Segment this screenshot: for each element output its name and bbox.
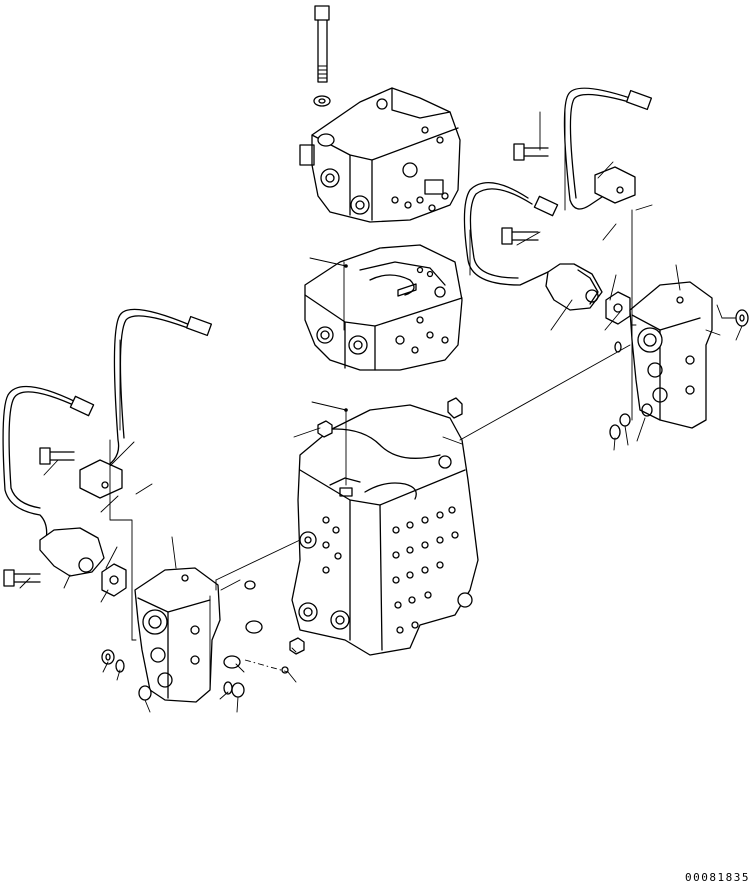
drawing-number: 00081835 xyxy=(685,871,750,884)
right-solenoid-bolts[interactable] xyxy=(501,143,549,245)
left-plugs[interactable] xyxy=(101,649,245,701)
left-upper-solenoid[interactable] xyxy=(79,459,123,499)
right-lower-solenoid[interactable] xyxy=(545,263,603,311)
left-solenoid-bolts[interactable] xyxy=(3,447,75,587)
middle-valve-section[interactable] xyxy=(304,244,463,371)
right-plug[interactable] xyxy=(735,309,749,327)
left-cover-block[interactable] xyxy=(134,567,221,703)
left-wire-harness[interactable] xyxy=(2,308,213,546)
left-lower-solenoid[interactable] xyxy=(39,527,105,577)
leader-lines xyxy=(19,111,743,713)
right-gasket[interactable] xyxy=(605,291,631,325)
right-upper-solenoid[interactable] xyxy=(594,166,636,204)
left-gasket[interactable] xyxy=(101,563,127,597)
left-orings[interactable] xyxy=(115,580,289,695)
top-washer[interactable] xyxy=(313,95,331,107)
top-bolt[interactable] xyxy=(314,5,330,83)
assembly-guide-lines xyxy=(109,109,737,691)
right-cover-block[interactable] xyxy=(629,281,713,429)
main-valve-body[interactable] xyxy=(291,404,479,656)
top-valve-section[interactable] xyxy=(299,87,461,223)
plug-upper-right[interactable] xyxy=(447,397,463,419)
plug-upper-left[interactable] xyxy=(317,420,333,438)
right-wire-harness[interactable] xyxy=(463,87,653,286)
plug-bottom[interactable] xyxy=(289,637,305,655)
